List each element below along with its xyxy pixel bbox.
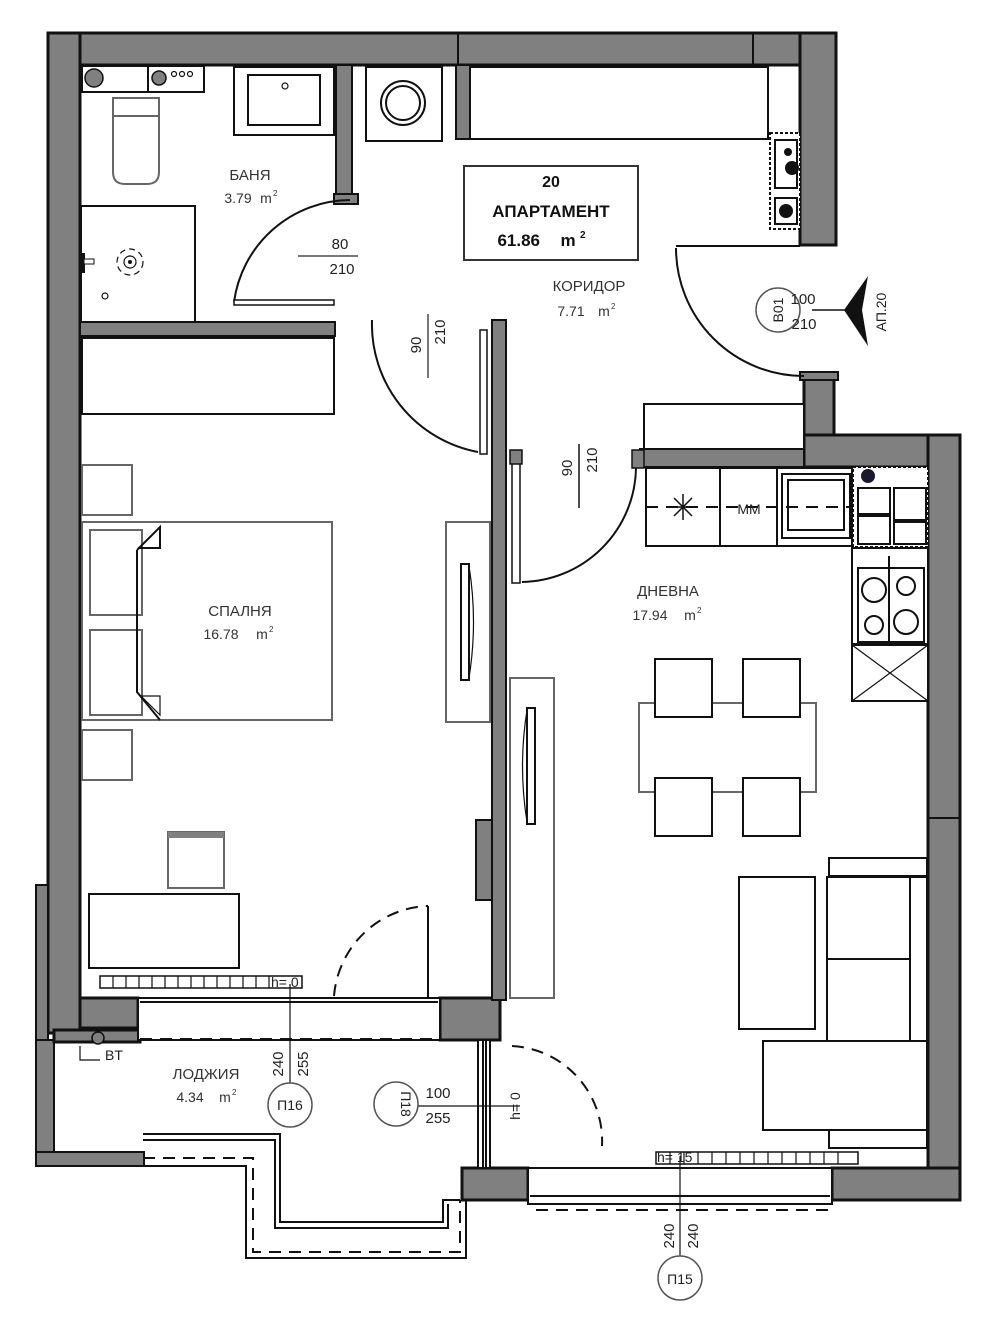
room-unit-corridor: m — [598, 303, 610, 319]
room-name-corridor: КОРИДОР — [553, 278, 626, 295]
apartment-area-unit: m — [560, 231, 575, 250]
door-height-entrance: 210 — [791, 316, 816, 333]
radiator-height-bedroom: h= 0 — [271, 974, 299, 990]
apartment-area-sup: 2 — [580, 230, 586, 241]
exterior-walls — [35, 31, 962, 1202]
room-sup-bedroom: 2 — [269, 625, 274, 634]
door-tag-entrance: B01 — [770, 297, 786, 322]
door-sill-loggia: h= 0 — [507, 1092, 523, 1120]
living-room — [509, 466, 929, 1211]
entrance-marker: АП.20 — [873, 292, 889, 331]
room-sup-corridor: 2 — [611, 302, 616, 311]
radiator-living — [655, 1151, 859, 1165]
room-unit-loggia: m — [219, 1089, 231, 1105]
room-sup-loggia: 2 — [232, 1088, 237, 1097]
radiator-bedroom — [99, 975, 303, 989]
window-tag-living: П15 — [667, 1271, 693, 1287]
room-area-loggia: 4.34 — [176, 1089, 203, 1105]
apartment-number: 20 — [542, 174, 560, 191]
room-sup-bathroom: 2 — [273, 189, 278, 198]
door-height-living: 210 — [584, 447, 601, 472]
tag-p16-circle — [267, 1082, 313, 1128]
window-height-living: 240 — [685, 1223, 702, 1248]
door-height-bedroom: 210 — [432, 319, 449, 344]
door-width-bathroom: 80 — [332, 236, 349, 253]
loggia-fixture-label: BT — [105, 1047, 123, 1063]
room-unit-bathroom: m — [260, 190, 272, 206]
room-area-bedroom: 16.78 — [203, 626, 238, 642]
window-width-bedroom: 240 — [270, 1051, 287, 1076]
door-width-living: 90 — [559, 460, 576, 477]
apartment-label-box — [463, 165, 639, 261]
room-area-corridor: 7.71 — [557, 303, 584, 319]
loggia — [35, 997, 491, 1259]
window-height-bedroom: 255 — [295, 1051, 312, 1076]
tag-b01-circle — [755, 287, 801, 333]
door-width-bedroom: 90 — [408, 337, 425, 354]
room-name-bathroom: БАНЯ — [229, 167, 270, 184]
dimension-lines — [289, 255, 868, 1262]
window-width-living: 240 — [661, 1223, 678, 1248]
kitchen-appliance-label: MM — [737, 501, 760, 517]
room-sup-living: 2 — [697, 606, 702, 615]
room-name-living: ДНЕВНА — [637, 583, 699, 600]
tag-p15-circle — [657, 1255, 703, 1301]
room-unit-bedroom: m — [256, 626, 268, 642]
bathroom — [80, 65, 351, 323]
room-name-bedroom: СПАЛНЯ — [208, 603, 271, 620]
bedroom — [81, 337, 491, 998]
room-name-loggia: ЛОДЖИЯ — [173, 1066, 240, 1083]
door-tag-loggia: П18 — [398, 1091, 414, 1117]
door-height-bathroom: 210 — [329, 261, 354, 278]
door-width-loggia: 100 — [425, 1085, 450, 1102]
window-tag-bedroom: П16 — [277, 1097, 303, 1113]
radiator-height-living: h= 15 — [657, 1149, 693, 1165]
room-area-living: 17.94 — [632, 607, 667, 623]
room-unit-living: m — [684, 607, 696, 623]
room-area-bathroom: 3.79 — [224, 190, 251, 206]
apartment-area: 61.86 — [497, 231, 540, 250]
tag-p18-circle — [373, 1081, 419, 1127]
door-width-entrance: 100 — [790, 291, 815, 308]
corridor — [365, 66, 805, 584]
apartment-label: АПАРТАМЕНТ — [492, 202, 610, 221]
door-height-loggia: 255 — [425, 1110, 450, 1127]
